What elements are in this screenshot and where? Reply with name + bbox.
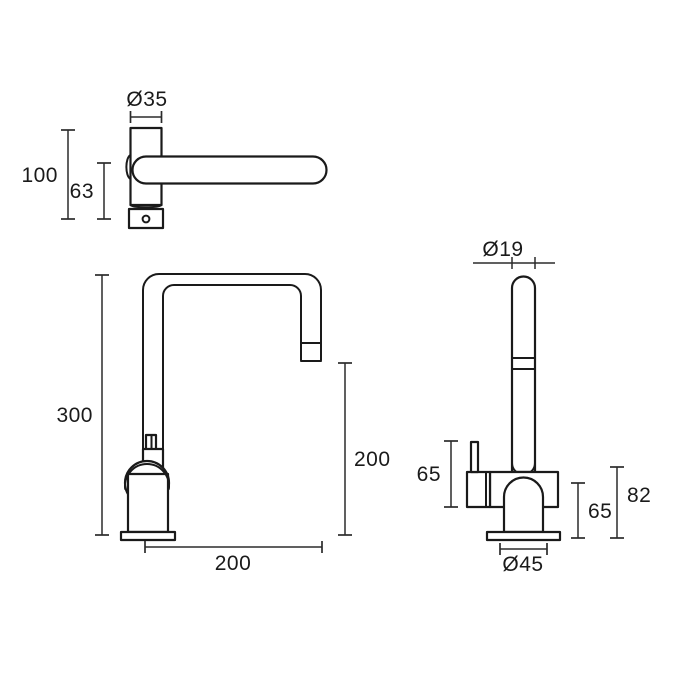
top-view-screw-hole-icon [141, 214, 151, 224]
front-view-group: 300 200 200 [56, 273, 391, 575]
top-view-left-bulge [125, 154, 132, 180]
dim-dia35-group: Ø35 [126, 88, 167, 123]
top-view-lever-join-mask [148, 158, 163, 182]
top-view-group: Ø35 100 63 [21, 88, 328, 230]
side-view-base-pillar [502, 476, 545, 534]
dim-h82-group: 82 [610, 466, 651, 539]
front-view-spout-inner-edge [162, 284, 302, 450]
dim-h82-label: 82 [627, 484, 651, 507]
dim-dia19-group: Ø19 [473, 238, 555, 269]
dim-h100-label: 100 [21, 164, 58, 187]
dim-v200-group: 200 [338, 362, 391, 536]
front-view-base-flange [119, 530, 177, 542]
side-view-base-flange [485, 530, 562, 542]
top-view-lever-arm [131, 155, 328, 185]
dim-w200-label: 200 [215, 552, 252, 575]
front-view-base-body [126, 472, 170, 534]
side-view-handle-lever [469, 440, 480, 474]
dim-h300-group: 300 [56, 274, 109, 536]
dim-h63-label: 63 [70, 180, 94, 203]
top-view-base-collar [127, 207, 165, 230]
dim-h65-right-label: 65 [588, 500, 612, 523]
side-view-group: Ø19 65 65 82 [417, 238, 651, 576]
dim-w200-group: 200 [144, 541, 323, 575]
dim-h65-right-group: 65 [571, 482, 612, 539]
top-view-collar-curve [129, 204, 163, 209]
dim-h65-left-label: 65 [417, 463, 441, 486]
front-view-spout-outer-edge [142, 273, 322, 450]
dim-dia45-group: Ø45 [499, 543, 548, 576]
dim-dia19-label: Ø19 [482, 238, 523, 261]
dim-dia45-label: Ø45 [502, 553, 543, 576]
side-view-riser-column [510, 275, 537, 474]
dim-v200-label: 200 [354, 448, 391, 471]
dim-h300-label: 300 [56, 404, 93, 427]
dim-dia35-label: Ø35 [126, 88, 167, 111]
dim-h100-group: 100 [21, 129, 75, 220]
front-view-ball-joint-arc [124, 463, 170, 490]
dim-h65-left-group: 65 [417, 440, 458, 508]
side-view-handle-housing [465, 470, 492, 509]
dim-h63-group: 63 [70, 162, 111, 220]
